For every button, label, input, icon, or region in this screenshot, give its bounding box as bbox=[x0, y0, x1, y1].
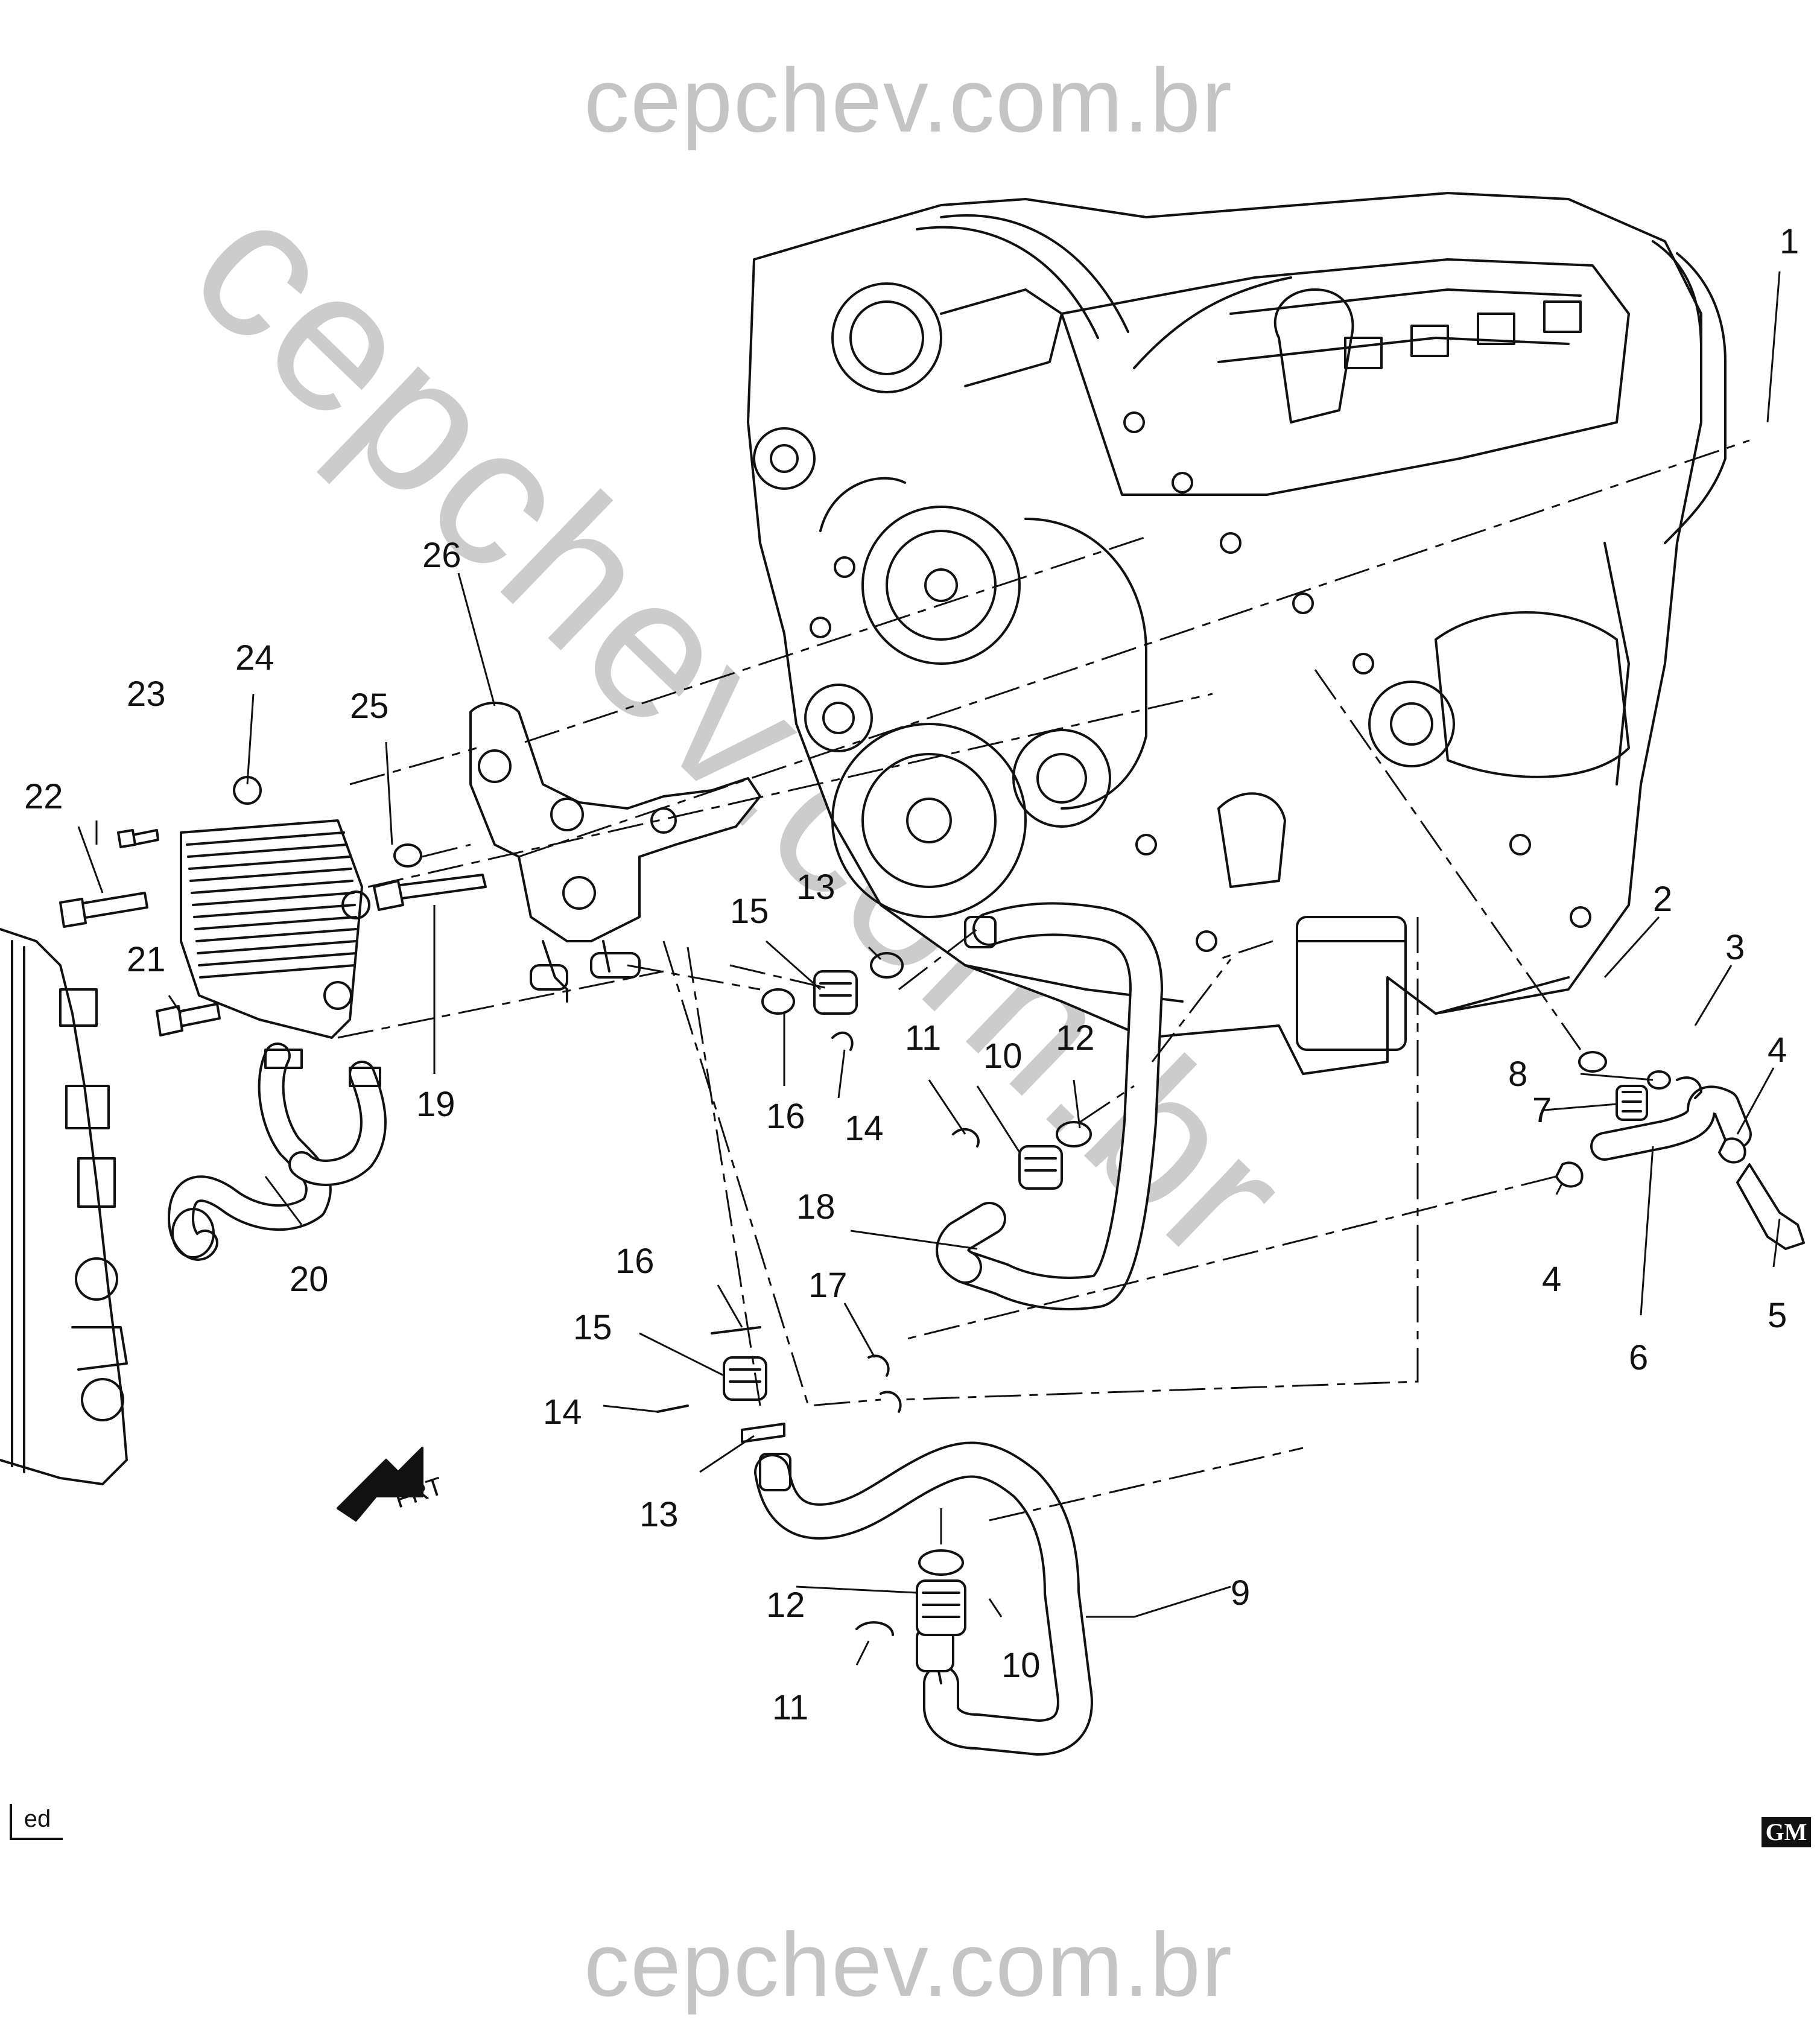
fitting-15-upper bbox=[813, 970, 858, 1015]
callout-7: 7 bbox=[1532, 1091, 1552, 1130]
callout-11b: 11 bbox=[772, 1688, 808, 1727]
callout-19: 19 bbox=[416, 1085, 455, 1124]
callout-24: 24 bbox=[235, 638, 274, 678]
gm-logo: GM bbox=[1762, 1817, 1811, 1847]
callout-4b: 4 bbox=[1542, 1260, 1561, 1299]
clip-11-upper bbox=[952, 1128, 980, 1147]
callout-23: 23 bbox=[127, 674, 166, 714]
callout-13a: 13 bbox=[796, 868, 836, 907]
clamp-4a bbox=[1718, 1137, 1746, 1164]
bolt-22 bbox=[59, 892, 148, 928]
clip-17b bbox=[880, 1391, 902, 1413]
assembly-lines bbox=[337, 439, 1750, 1544]
front-direction-arrow bbox=[337, 1447, 423, 1522]
corner-label-ed: ed bbox=[10, 1804, 63, 1840]
oil-cooler bbox=[180, 776, 370, 1039]
fitting-15-lower bbox=[723, 1356, 767, 1401]
clip-3 bbox=[1676, 1076, 1702, 1099]
callout-15b: 15 bbox=[573, 1308, 612, 1347]
callout-15a: 15 bbox=[730, 892, 769, 931]
callout-1: 1 bbox=[1780, 222, 1799, 261]
o-ring-16-lower bbox=[711, 1326, 761, 1335]
callout-20: 20 bbox=[290, 1260, 329, 1299]
callout-21: 21 bbox=[127, 940, 166, 979]
callout-17: 17 bbox=[808, 1266, 848, 1305]
o-ring-2 bbox=[1578, 1051, 1607, 1073]
callout-18: 18 bbox=[796, 1187, 836, 1227]
oil-cooler-pipe-18 bbox=[936, 902, 1163, 1310]
callout-9: 9 bbox=[1231, 1573, 1250, 1613]
callout-14a: 14 bbox=[845, 1109, 884, 1148]
radiator-hose-20 bbox=[168, 1043, 387, 1261]
o-ring-13-upper bbox=[870, 952, 904, 979]
watermark-top: cepchev.com.br bbox=[584, 49, 1233, 151]
o-ring-12-upper bbox=[1056, 1121, 1092, 1147]
clip-14-lower bbox=[656, 1404, 689, 1413]
watermark-bottom: cepchev.com.br bbox=[584, 1914, 1233, 2015]
bolt-19 bbox=[373, 874, 487, 911]
o-ring-13-lower bbox=[741, 1423, 785, 1443]
callout-13b: 13 bbox=[639, 1495, 679, 1534]
clip-11-lower bbox=[855, 1621, 894, 1636]
leader-lines bbox=[77, 271, 1781, 1666]
radiator bbox=[0, 928, 128, 1485]
callout-6: 6 bbox=[1629, 1338, 1648, 1377]
oil-cooler-pipe-9 bbox=[754, 1441, 1093, 1756]
callout-4a: 4 bbox=[1768, 1030, 1787, 1070]
callout-16a: 16 bbox=[766, 1097, 805, 1136]
fitting-5 bbox=[1736, 1163, 1805, 1250]
callout-3: 3 bbox=[1725, 928, 1745, 967]
engine-assembly bbox=[747, 192, 1727, 1075]
callout-11a: 11 bbox=[905, 1018, 941, 1058]
bolt-23 bbox=[117, 829, 159, 848]
callout-12a: 12 bbox=[1056, 1018, 1095, 1058]
callout-10a: 10 bbox=[983, 1036, 1023, 1076]
callout-2: 2 bbox=[1653, 880, 1672, 919]
o-ring-16-upper bbox=[761, 988, 795, 1015]
callout-12b: 12 bbox=[766, 1585, 805, 1625]
hose-6 bbox=[1590, 1085, 1752, 1161]
callout-26: 26 bbox=[422, 536, 461, 575]
o-ring-12-lower bbox=[918, 1549, 964, 1576]
callout-16b: 16 bbox=[615, 1242, 655, 1281]
fitting-10-lower bbox=[916, 1579, 966, 1636]
washer-25 bbox=[393, 843, 422, 868]
clip-17a bbox=[867, 1354, 890, 1377]
callout-10b: 10 bbox=[1001, 1646, 1041, 1685]
callout-5: 5 bbox=[1768, 1296, 1787, 1335]
clip-14-upper bbox=[831, 1031, 854, 1051]
callout-22: 22 bbox=[24, 777, 63, 816]
fitting-8 bbox=[1616, 1085, 1648, 1121]
fitting-10-upper bbox=[1018, 1145, 1063, 1190]
callout-25: 25 bbox=[350, 687, 389, 726]
callout-14b: 14 bbox=[543, 1392, 582, 1432]
clamp-4b bbox=[1555, 1161, 1584, 1188]
callout-8: 8 bbox=[1508, 1055, 1527, 1094]
bolt-21 bbox=[156, 1003, 221, 1036]
